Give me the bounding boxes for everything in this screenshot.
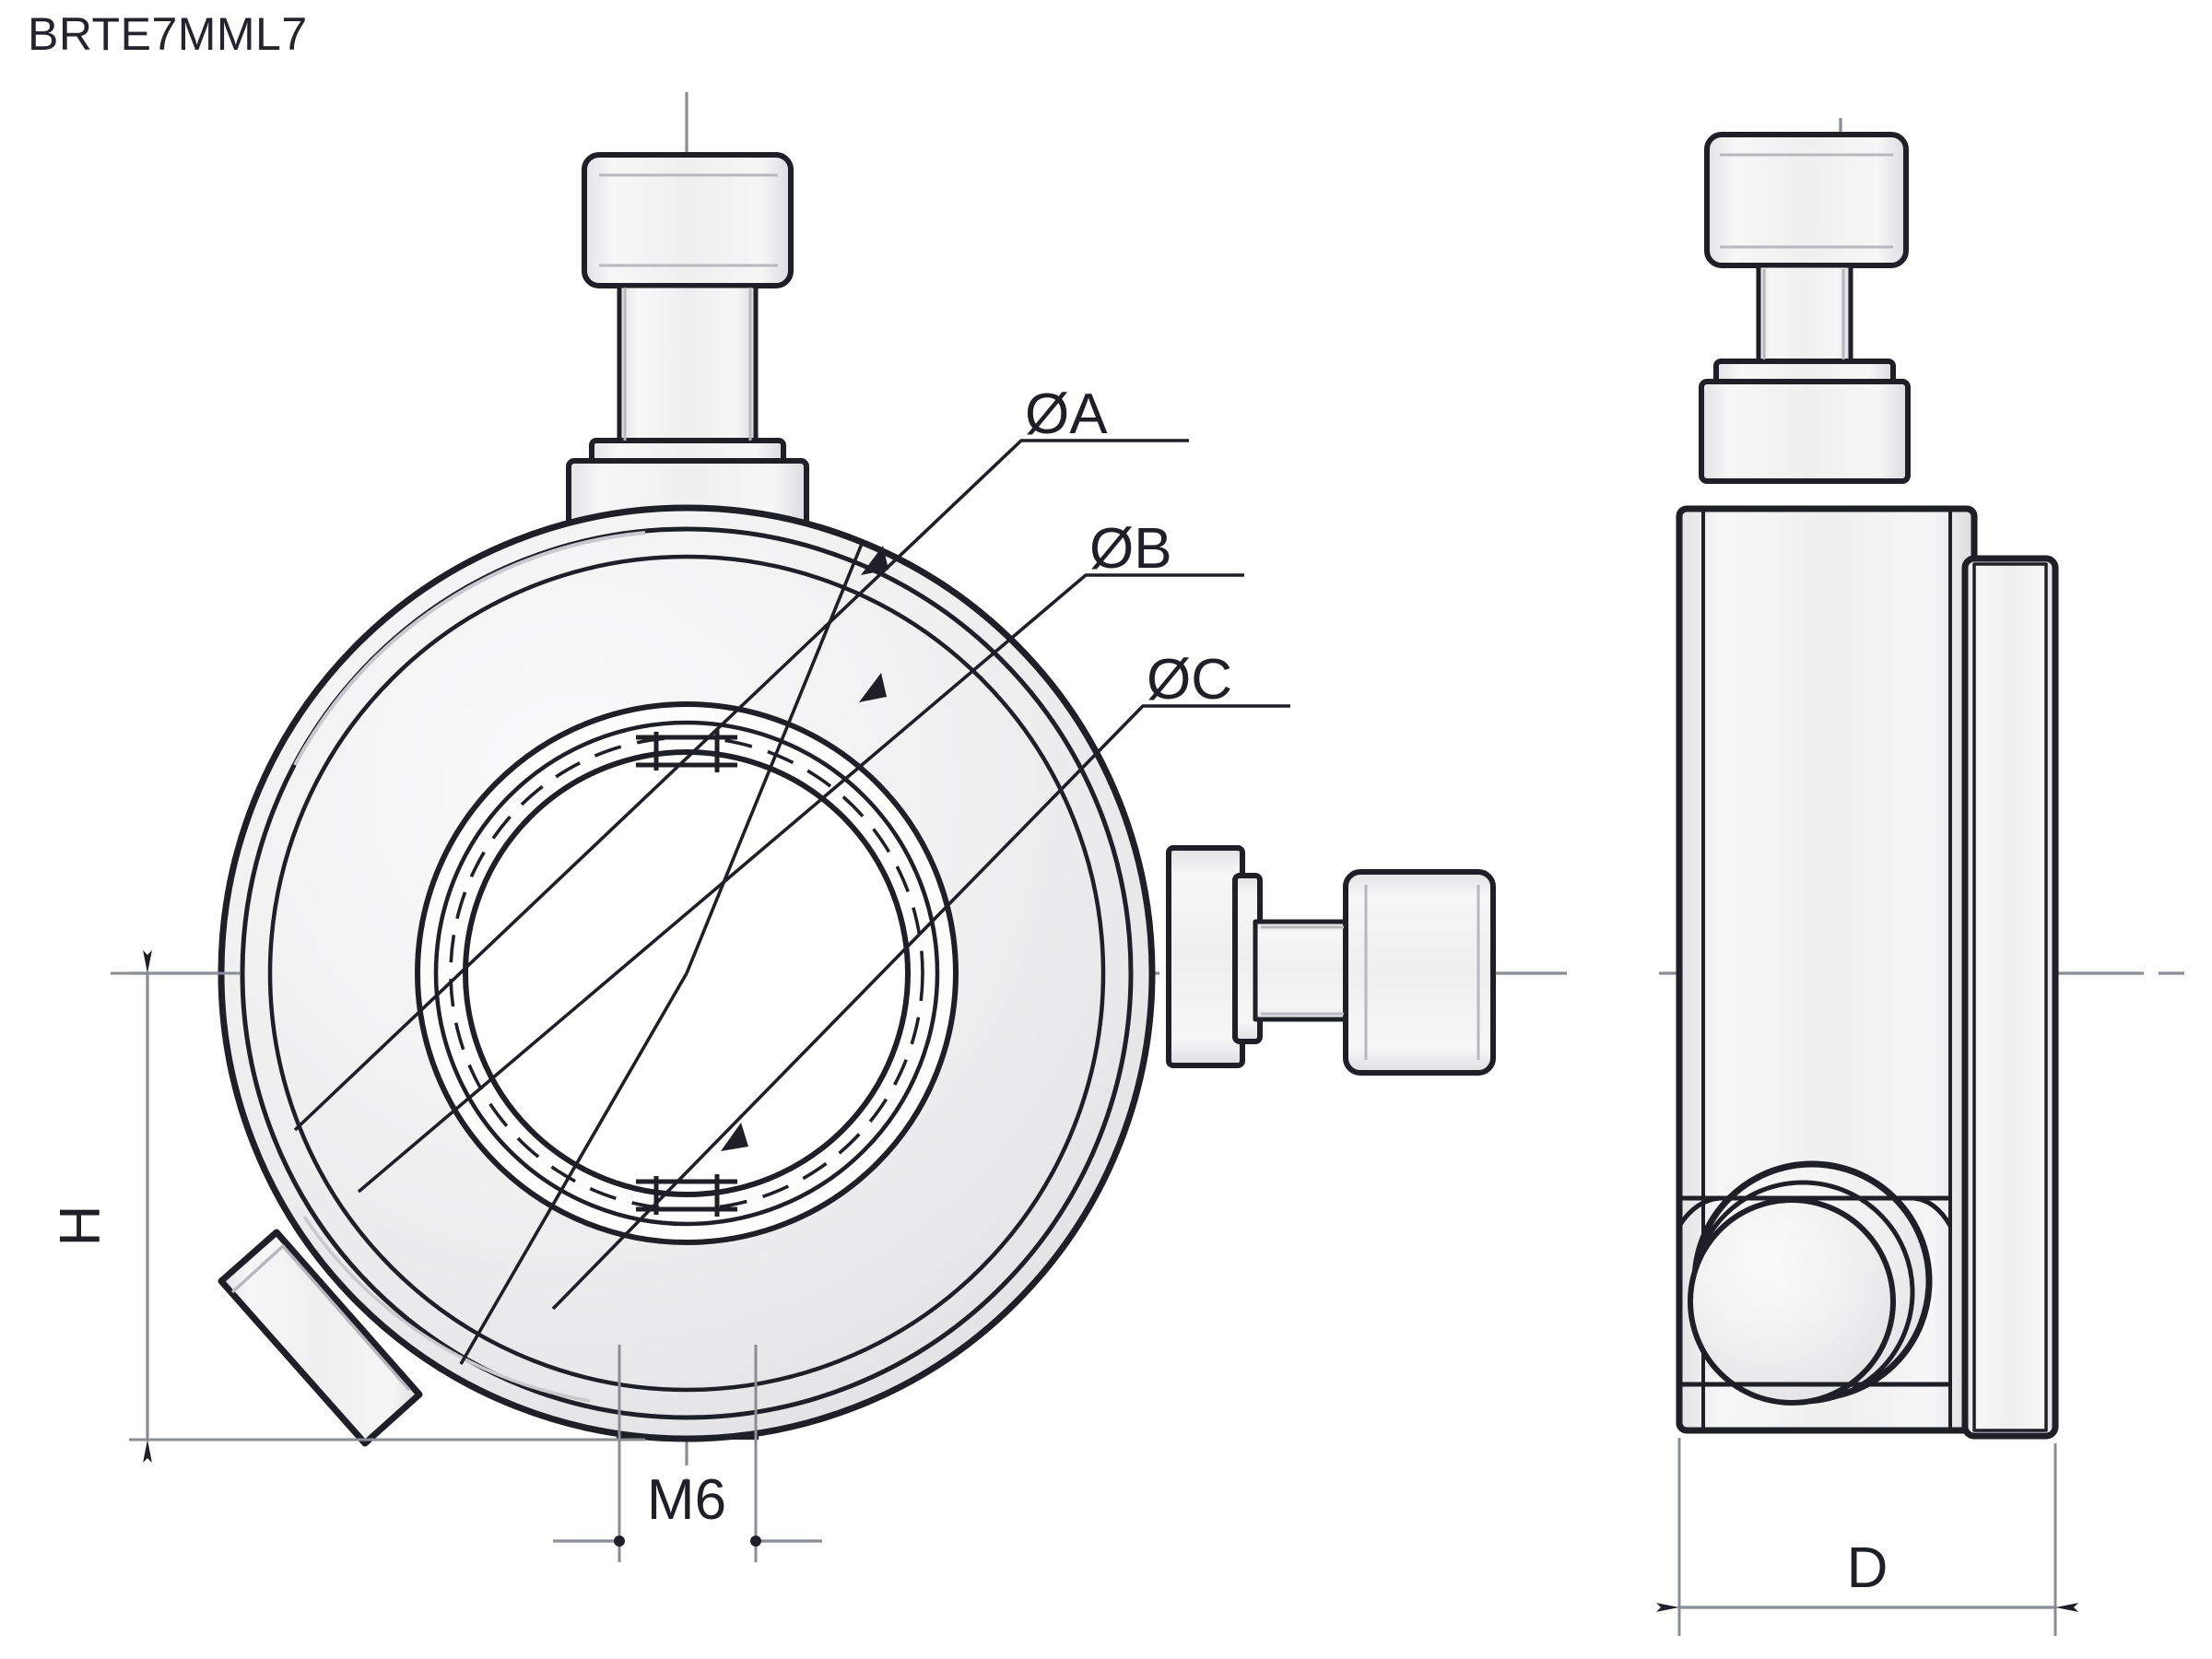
diameter-c-label: ØC xyxy=(1147,648,1232,712)
m6-dimension: M6 xyxy=(553,1345,822,1562)
front-view-top-thumbscrew xyxy=(566,152,809,556)
angled-tab-inner-line xyxy=(230,1243,411,1392)
ring-highlight-arc-lower xyxy=(302,1216,591,1403)
height-label: H xyxy=(49,1206,112,1247)
side-top-boss-block xyxy=(1699,379,1911,484)
depth-label: D xyxy=(1847,1536,1888,1600)
side-step-corner-right-upper xyxy=(1912,1195,1953,1228)
radial-construction-line-2 xyxy=(459,972,688,1365)
side-body-inner-face xyxy=(1701,507,1952,1432)
right-boss-block xyxy=(1166,845,1245,1068)
side-view-top-thumbscrew xyxy=(1699,132,1911,484)
height-dimension: H xyxy=(49,950,645,1463)
radial-construction-line-1 xyxy=(685,543,864,974)
side-rear-flange xyxy=(1961,555,2059,1440)
ring-inner-boss-mid-circle xyxy=(433,720,940,1227)
diameter-a-leader xyxy=(293,439,1189,1132)
top-knob-shaft xyxy=(617,283,759,454)
diameter-a-label: ØA xyxy=(1025,382,1108,446)
bore-keyway-detail xyxy=(636,730,737,772)
ring-highlight-arc-upper xyxy=(293,531,646,766)
side-step-corner-left-upper xyxy=(1677,1195,1721,1228)
front-view-angled-tab xyxy=(218,1229,423,1447)
front-view-right-thumbscrew-highlights xyxy=(1261,885,1480,1060)
side-view-top-thumbscrew-highlights xyxy=(1720,153,1893,359)
part-number-title: BRTE7MML7 xyxy=(28,8,308,60)
bore-keyway-detail-bottom xyxy=(636,1174,737,1217)
ring-outer-chamfer-circle xyxy=(240,526,1134,1420)
diameter-c-arrowhead xyxy=(721,1123,748,1151)
diameter-leader-lines xyxy=(293,439,1290,1365)
diameter-b-leader xyxy=(357,573,1244,1194)
ring-face-circle xyxy=(267,554,1106,1393)
side-rear-flange-inner xyxy=(1972,562,2048,1432)
m6-label: M6 xyxy=(647,1468,726,1532)
diameter-a-arrowhead xyxy=(861,546,888,575)
diameter-leader-arrowheads xyxy=(721,546,888,1151)
angled-tab-body xyxy=(218,1229,423,1447)
side-view-bottom-knob xyxy=(1688,1160,1933,1406)
side-view-step-lines xyxy=(1677,1195,1953,1387)
diameter-c-leader xyxy=(551,704,1290,1311)
depth-dimension: D xyxy=(1656,1438,2078,1636)
diameter-b-arrowhead xyxy=(859,673,887,702)
right-knob-head xyxy=(1343,869,1496,1076)
side-bottom-knob-inner xyxy=(1688,1197,1896,1406)
diameter-b-label: ØB xyxy=(1089,517,1172,581)
side-top-knob-shaft xyxy=(1756,263,1853,368)
front-view-right-thumbscrew xyxy=(1166,845,1496,1076)
front-view-top-thumbscrew-highlights xyxy=(599,173,778,441)
